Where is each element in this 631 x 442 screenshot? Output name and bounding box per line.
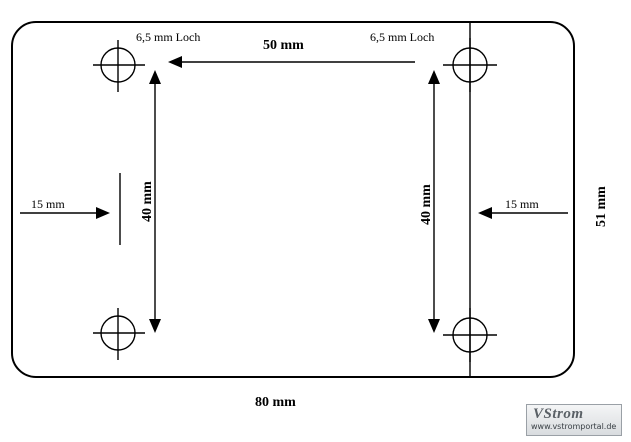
label-50mm: 50 mm [263, 38, 304, 53]
label-plate-height: 51 mm [594, 186, 609, 227]
arrow-right-15mm [478, 207, 568, 219]
label-left-15mm: 15 mm [31, 197, 65, 211]
label-hole-left: 6,5 mm Loch [136, 30, 200, 44]
arrow-left-15mm [20, 173, 121, 245]
label-left-40mm: 40 mm [140, 181, 155, 222]
arrow-left-40mm [149, 70, 161, 333]
hole-top-left [93, 40, 145, 92]
plate-outline [11, 21, 575, 378]
label-right-15mm: 15 mm [505, 197, 539, 211]
arrow-right-40mm [428, 70, 440, 333]
watermark-url: www.vstromportal.de [531, 422, 617, 431]
hole-bottom-left [93, 308, 145, 360]
label-hole-right: 6,5 mm Loch [370, 30, 434, 44]
hole-bottom-right [443, 308, 497, 362]
watermark-brand: VStrom [533, 406, 584, 422]
hole-top-right [443, 38, 497, 92]
arrow-50mm [168, 56, 415, 68]
label-right-40mm: 40 mm [419, 184, 434, 225]
watermark-logo: VStrom www.vstromportal.de [526, 404, 622, 436]
label-plate-width: 80 mm [255, 395, 296, 410]
